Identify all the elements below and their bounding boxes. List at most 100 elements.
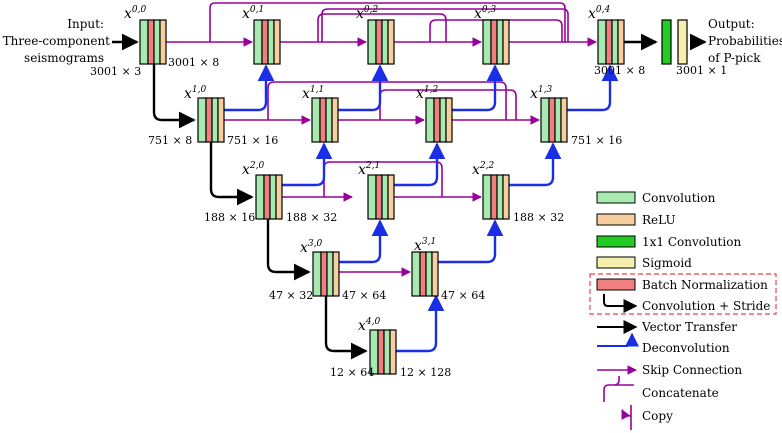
skip-x01-x04: [321, 8, 569, 42]
node-x21: x2,1: [358, 161, 380, 178]
skip-connections: [166, 2, 597, 277]
up-x13-x04: [567, 64, 619, 112]
node-x30: x3,0: [300, 239, 322, 256]
svg-text:ReLU: ReLU: [642, 213, 676, 227]
block-x04: [597, 19, 625, 65]
skip-x00-long: [209, 2, 566, 42]
legend-relu: ReLU: [596, 213, 676, 227]
dim-x40-out: 12 × 128: [400, 366, 451, 379]
node-x03: x0,3: [474, 5, 496, 22]
svg-text:Deconvolution: Deconvolution: [642, 341, 730, 355]
block-x22: [482, 174, 510, 220]
up-x12-x03: [452, 64, 504, 112]
up-x11-x02: [338, 64, 389, 112]
down-x10-x20: [209, 142, 254, 206]
node-x00: x0,0: [124, 5, 146, 22]
dim-out: 3001 × 1: [676, 64, 727, 77]
svg-text:seismograms: seismograms: [24, 51, 104, 65]
svg-text:Vector Transfer: Vector Transfer: [641, 320, 737, 334]
dim-x10-in: 751 × 8: [148, 134, 192, 147]
block-x02: [367, 19, 395, 65]
up-x22-x13: [509, 142, 562, 187]
dim-x31: 47 × 64: [441, 289, 485, 302]
up-x20-x11: [282, 142, 333, 187]
block-x31: [411, 251, 439, 297]
legend-concatenate: Concatenate: [603, 376, 719, 402]
svg-text:Copy: Copy: [642, 409, 673, 423]
skip-x01-long: [317, 13, 447, 42]
up-x31-x22: [438, 219, 504, 264]
node-x20: x2,0: [242, 161, 264, 178]
legend-skip-connection: Skip Connection: [597, 363, 742, 377]
blocks: [139, 19, 688, 375]
block-x11: [311, 97, 339, 143]
legend-convolution-stride: Convolution + Stride: [603, 294, 770, 313]
legend-copy: Copy: [622, 405, 673, 430]
legend-bn-group-box: [589, 273, 777, 315]
legend-1x1-convolution: 1x1 Convolution: [596, 235, 741, 249]
node-x22: x2,2: [472, 161, 494, 178]
dim-x30-in: 47 × 32: [269, 289, 313, 302]
block-x13: [540, 97, 568, 143]
legend-convolution: Convolution: [596, 191, 716, 205]
svg-text:Batch Normalization: Batch Normalization: [642, 278, 768, 292]
block-x00: [139, 19, 167, 65]
node-x02: x0,2: [356, 5, 378, 22]
svg-text:Input:: Input:: [67, 17, 104, 31]
dim-in: 3001 × 3: [90, 65, 141, 78]
legend-batch-normalization: Batch Normalization: [596, 278, 768, 292]
block-output: [661, 19, 688, 65]
dim-x20-in: 188 × 16: [204, 211, 255, 224]
down-x30-x40: [324, 294, 368, 360]
dim-x04: 3001 × 8: [594, 64, 645, 77]
output-label: Output: Probabilities of P-pick: [708, 17, 782, 65]
node-x01: x0,1: [242, 5, 264, 22]
svg-text:Convolution: Convolution: [642, 191, 716, 205]
down-x20-x30: [266, 219, 311, 281]
legend-sigmoid: Sigmoid: [596, 256, 692, 270]
node-x40: x4,0: [358, 317, 380, 334]
block-x03: [482, 19, 510, 65]
svg-text:1x1 Convolution: 1x1 Convolution: [642, 235, 741, 249]
block-x30: [312, 251, 340, 297]
dim-x30-out: 47 × 64: [342, 289, 386, 302]
block-x20: [255, 174, 283, 220]
node-labels: x0,0 x0,1 x0,2 x0,3 x0,4 x1,0 x1,1 x1,2 …: [124, 5, 610, 334]
svg-text:Three-component: Three-component: [3, 34, 111, 48]
svg-text:Probabilities: Probabilities: [708, 34, 782, 48]
down-x00-x10: [152, 64, 196, 129]
legend-vector-transfer: Vector Transfer: [597, 320, 737, 334]
up-x10-x01: [224, 64, 275, 112]
dim-x22: 188 × 32: [513, 211, 564, 224]
up-x21-x12: [394, 142, 446, 187]
node-x10: x1,0: [184, 85, 206, 102]
node-x12: x1,2: [416, 85, 438, 102]
svg-text:Sigmoid: Sigmoid: [642, 256, 692, 270]
up-x30-x21: [339, 219, 389, 264]
node-x04: x0,4: [588, 5, 610, 22]
input-label: Input: Three-component seismograms: [3, 17, 111, 65]
deconvolutions: [224, 64, 619, 353]
node-x31: x3,1: [414, 237, 436, 254]
svg-text:Skip Connection: Skip Connection: [642, 363, 742, 377]
block-x40: [369, 329, 397, 375]
svg-text:of P-pick: of P-pick: [708, 51, 761, 65]
legend-deconvolution: Deconvolution: [597, 332, 730, 355]
block-x10: [197, 97, 225, 143]
svg-text:Convolution + Stride: Convolution + Stride: [642, 299, 770, 313]
dim-x10-out: 751 × 16: [227, 134, 278, 147]
dim-x20-out: 188 × 32: [286, 211, 337, 224]
up-x40-x31: [396, 294, 445, 353]
skip-x10-long: [267, 81, 507, 120]
dim-x40-in: 12 × 64: [330, 366, 374, 379]
dimension-labels: 3001 × 3 3001 × 8 3001 × 8 3001 × 1 751 …: [90, 56, 727, 379]
block-x01: [253, 19, 281, 65]
node-x13: x1,3: [530, 85, 552, 102]
svg-text:Output:: Output:: [708, 17, 755, 31]
svg-text:Concatenate: Concatenate: [642, 386, 719, 400]
legend: Convolution ReLU 1x1 Convolution Sigmoid…: [589, 191, 777, 430]
dim-x13: 751 × 16: [571, 134, 622, 147]
vector-transfers: [112, 33, 707, 360]
block-x21: [367, 174, 395, 220]
